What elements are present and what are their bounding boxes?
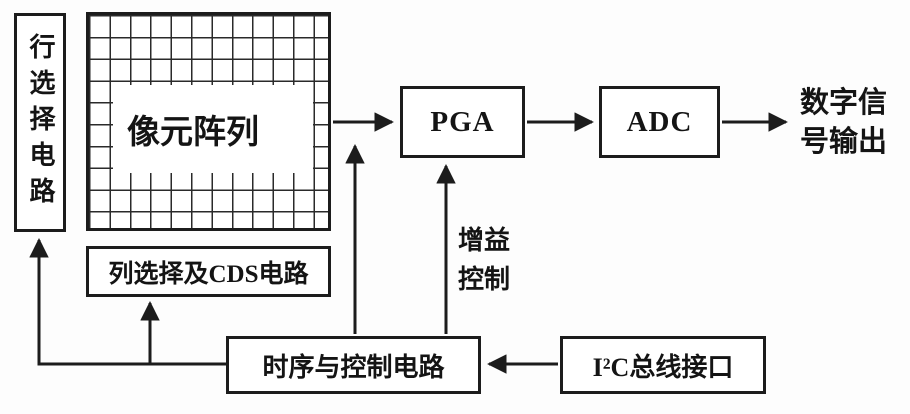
pixel-array-label: 像元阵列 [113, 85, 313, 173]
pixel-array-block: 像元阵列 [86, 12, 331, 231]
i2c-interface-block: I²C总线接口 [560, 336, 766, 394]
row-select-label: 行选择电路 [26, 32, 55, 213]
row-select-block: 行选择电路 [14, 13, 66, 232]
adc-block: ADC [599, 86, 720, 158]
digital-output-label: 数字信号输出 [800, 87, 888, 159]
gain-control-label: 增益控制 [458, 226, 511, 294]
pga-label: PGA [430, 105, 495, 138]
adc-label: ADC [626, 105, 693, 138]
i2c-interface-label: I²C总线接口 [592, 352, 734, 382]
timing-control-label: 时序与控制电路 [262, 352, 445, 382]
column-cds-block: 列选择及CDS电路 [86, 246, 331, 297]
column-cds-label: 列选择及CDS电路 [108, 260, 309, 288]
pga-block: PGA [400, 86, 525, 158]
timing-control-block: 时序与控制电路 [226, 336, 481, 394]
